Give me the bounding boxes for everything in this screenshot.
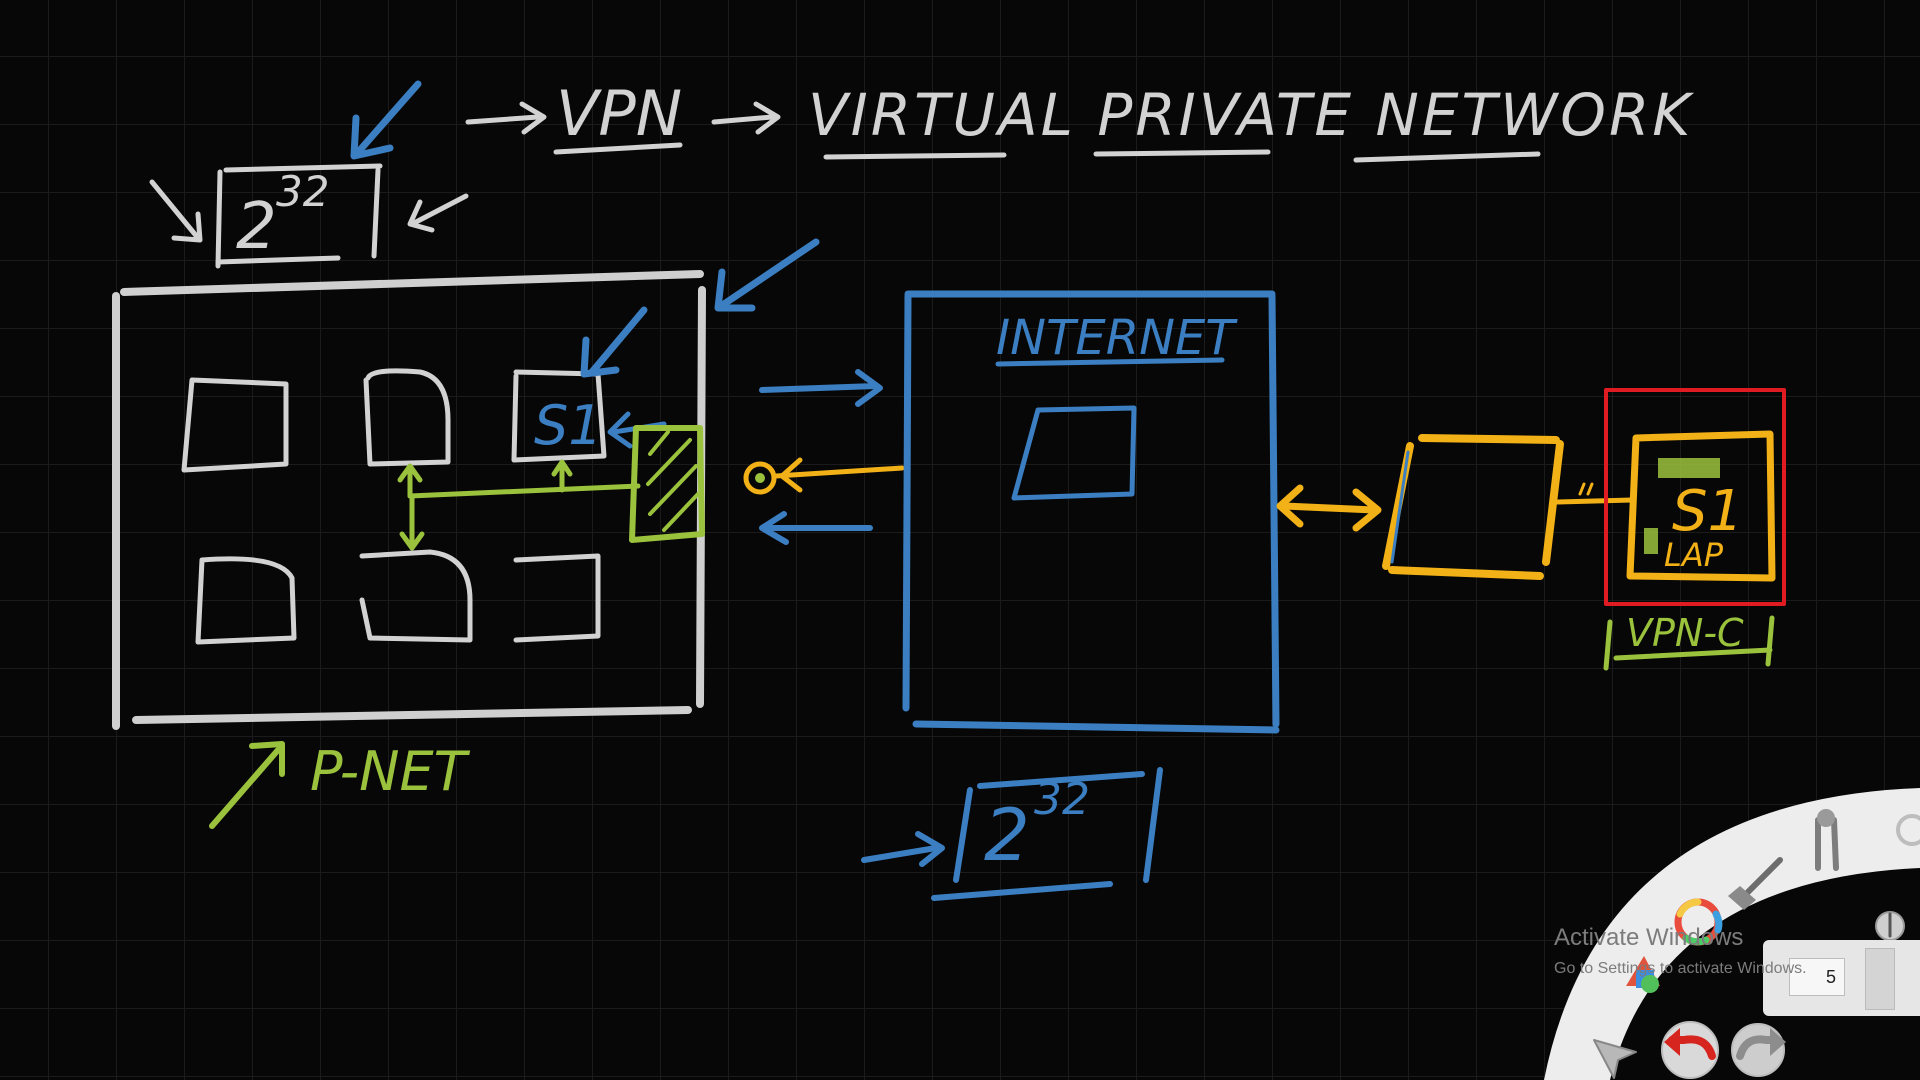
vpn-laptop: S1 LAP bbox=[1626, 430, 1776, 582]
address-space-box: 2 32 bbox=[149, 163, 469, 269]
vpn-client-label-group: VPN-C bbox=[1603, 611, 1775, 671]
pc-grid bbox=[181, 368, 607, 645]
internet-label: INTERNET bbox=[996, 310, 1238, 366]
blue-arrow-from-internet bbox=[759, 511, 873, 545]
redo-icon[interactable] bbox=[1731, 1023, 1786, 1077]
blue-arrow-to-internet bbox=[759, 369, 883, 407]
pencil-icon[interactable] bbox=[1875, 911, 1905, 941]
title-underlines bbox=[823, 149, 1541, 163]
green-lan-lines bbox=[397, 459, 641, 551]
pnet-label: P-NET bbox=[310, 740, 471, 803]
title-row: VPN VIRTUAL PRIVATE NETWORK bbox=[465, 77, 1694, 163]
blue-arrow-gateway bbox=[714, 238, 820, 312]
title-arrow-1 bbox=[465, 101, 547, 135]
blue-arrow-s1 bbox=[580, 306, 648, 378]
public-space-exp: 32 bbox=[1034, 774, 1090, 825]
activation-watermark-title: Activate Windows bbox=[1554, 924, 1744, 951]
internet-server bbox=[1011, 405, 1137, 501]
vpn-client-label: VPN-C bbox=[1626, 611, 1744, 655]
device-s1-label: S1 bbox=[534, 394, 603, 457]
laptop-lap-label: LAP bbox=[1664, 536, 1724, 574]
remote-router bbox=[1382, 434, 1564, 580]
pointer-arrow-right bbox=[407, 193, 469, 233]
title-expansion: VIRTUAL PRIVATE NETWORK bbox=[808, 81, 1694, 149]
laptop-link bbox=[1555, 482, 1635, 505]
page-scroll-tab[interactable] bbox=[1865, 948, 1895, 1010]
orange-link-gateway bbox=[743, 457, 905, 495]
pc-2 bbox=[363, 368, 451, 467]
page-number-control[interactable]: 5 bbox=[1763, 940, 1920, 1016]
orange-double-arrow bbox=[1276, 484, 1382, 532]
internet-box bbox=[902, 290, 1280, 734]
color-wheel-icon[interactable] bbox=[1674, 898, 1723, 946]
green-gateway bbox=[629, 425, 705, 543]
brush-icon[interactable] bbox=[1728, 857, 1783, 910]
pointer-arrow-left bbox=[149, 179, 203, 243]
address-space-exp: 32 bbox=[276, 167, 329, 216]
title-vpn-underline bbox=[553, 142, 683, 155]
page-number-field[interactable]: 5 bbox=[1789, 958, 1845, 996]
laptop-s1-label: S1 bbox=[1672, 479, 1743, 544]
undo-icon[interactable] bbox=[1661, 1021, 1719, 1079]
public-space-base: 2 bbox=[984, 793, 1030, 877]
highlight-box bbox=[1604, 388, 1786, 606]
pnet-arrow bbox=[209, 741, 285, 829]
title-arrow-2 bbox=[711, 101, 781, 135]
shapes-icon[interactable] bbox=[1626, 956, 1660, 993]
pc-1 bbox=[181, 377, 289, 473]
pc-6 bbox=[513, 553, 601, 643]
blue-arrow-top bbox=[350, 80, 422, 160]
tools-icon[interactable] bbox=[1815, 809, 1839, 871]
blue-arrow-public bbox=[861, 831, 945, 867]
title-vpn: VPN bbox=[556, 77, 682, 150]
address-space-base: 2 bbox=[236, 190, 277, 264]
settings-icon[interactable] bbox=[1896, 814, 1920, 846]
select-icon[interactable] bbox=[1593, 1039, 1637, 1079]
pc-4 bbox=[195, 556, 297, 645]
public-address-space: 2 32 bbox=[861, 767, 1163, 901]
remote-router-edge bbox=[1390, 450, 1410, 564]
pc-5 bbox=[359, 549, 473, 643]
pc-3 bbox=[511, 369, 607, 463]
activation-watermark-subtitle: Go to Settings to activate Windows. bbox=[1554, 960, 1807, 977]
